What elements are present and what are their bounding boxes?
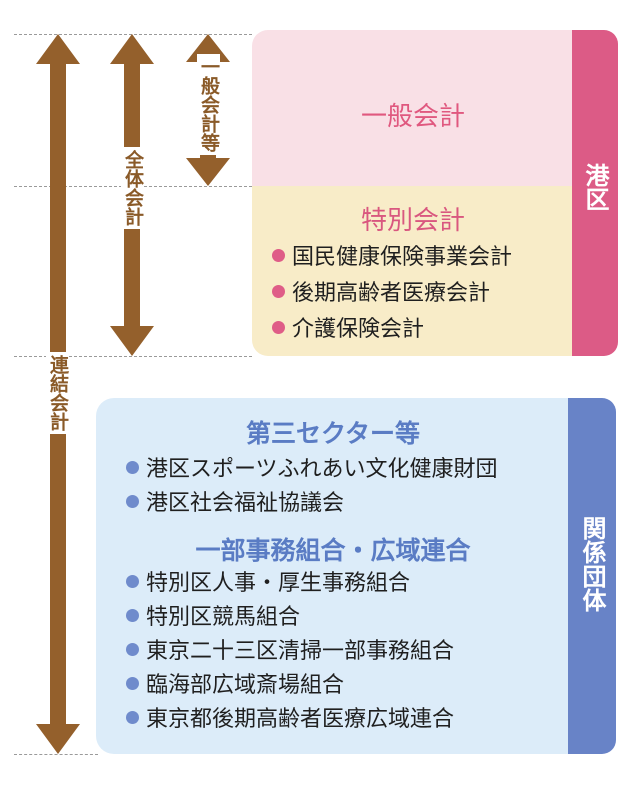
special-account-item: 介護保険会計 [272,316,424,344]
bullet-icon [126,575,139,588]
general-account-box: 一般会計 [252,30,574,186]
total-label: 全体会計 [121,147,144,229]
special-account-title: 特別会計 [360,206,465,236]
special-account-item: 国民健康保険事業会計 [272,244,512,272]
association-item: 東京都後期高齢者医療広域連合 [126,706,454,734]
association-item: 特別区人事・厚生事務組合 [126,570,410,598]
general-etc-label: 一般会計等 [197,54,220,155]
guide-line-minato-bottom [14,356,252,357]
related-label: 関係団体 [578,516,606,612]
bullet-icon [126,677,139,690]
bullet-icon [126,461,139,474]
association-item: 特別区競馬組合 [126,604,300,632]
related-organizations-box: 第三セクター等 港区スポーツふれあい文化健康財団 港区社会福祉協議会 一部事務組… [96,398,570,754]
bullet-icon [272,321,285,334]
bullet-icon [126,495,139,508]
special-account-item: 後期高齢者医療会計 [272,280,490,308]
consolidated-label: 連結会計 [46,352,69,434]
association-item: 東京二十三区清掃一部事務組合 [126,638,454,666]
special-account-box: 特別会計 国民健康保険事業会計 後期高齢者医療会計 介護保険会計 [252,186,574,356]
guide-line-top [14,34,252,35]
third-sector-title: 第三セクター等 [245,419,420,448]
bullet-icon [272,285,285,298]
guide-line-bottom [14,754,98,755]
related-side-label-box: 関係団体 [568,398,616,754]
general-account-title: 一般会計 [360,102,465,132]
minato-side-label-box: 港区 [572,30,618,356]
third-sector-item: 港区社会福祉協議会 [126,490,344,518]
association-item: 臨海部広域斎場組合 [126,672,344,700]
minato-label: 港区 [581,163,609,211]
third-sector-item: 港区スポーツふれあい文化健康財団 [126,456,498,484]
bullet-icon [126,609,139,622]
bullet-icon [272,249,285,262]
bullet-icon [126,643,139,656]
associations-title: 一部事務組合・広域連合 [195,536,471,565]
bullet-icon [126,711,139,724]
